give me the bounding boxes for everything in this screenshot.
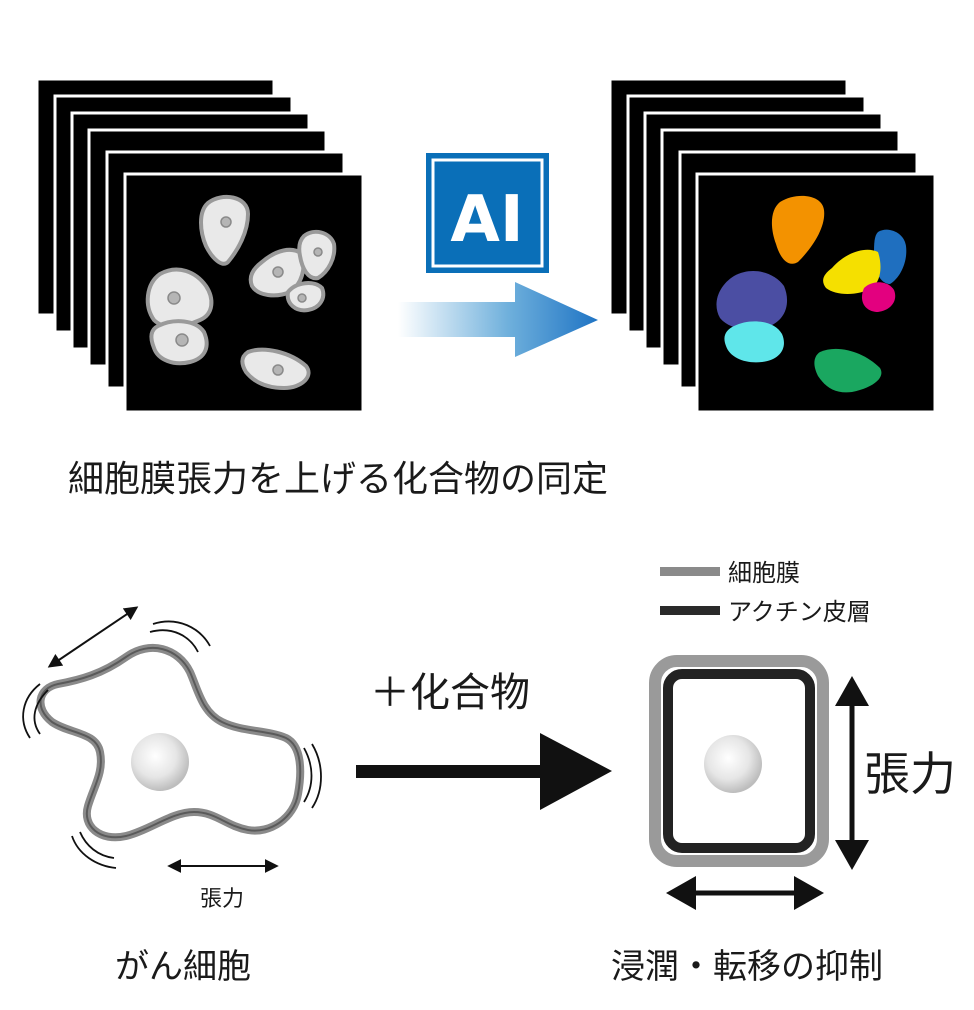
screening-caption: 細胞膜張力を上げる化合物の同定: [68, 459, 608, 500]
segment-indigo: [716, 271, 788, 330]
nucleus-5: [313, 247, 323, 257]
treated-cell-nucleus: [704, 735, 762, 793]
cancer-cell-caption: がん細胞: [115, 947, 251, 987]
nucleus-7: [272, 364, 284, 376]
nucleus-3: [175, 333, 189, 347]
legend-membrane-swatch: [660, 567, 720, 576]
ai-badge-text: AI: [450, 183, 523, 257]
cell-1: [199, 194, 251, 266]
legend: 細胞膜 アクチン皮層: [660, 559, 871, 626]
compound-label: ＋化合物: [370, 670, 530, 716]
nucleus-1: [220, 216, 232, 228]
treated-cell: [649, 655, 829, 867]
segment-yellow: [823, 249, 881, 294]
segment-magenta: [861, 282, 896, 312]
ai-badge: AI: [426, 153, 549, 273]
nucleus-4: [272, 266, 284, 278]
nucleus-6: [297, 293, 307, 303]
ai-processing-arrow: [398, 282, 598, 357]
input-image-stack: [35, 77, 365, 414]
segmented-image-stack: [608, 77, 937, 414]
segment-green: [814, 348, 882, 393]
result-caption: 浸潤・転移の抑制: [611, 947, 883, 987]
cancer-cell-nucleus: [131, 733, 189, 791]
legend-membrane-label: 細胞膜: [728, 559, 800, 587]
membrane-fluctuation-marks: [22, 620, 322, 869]
cancer-cell: 張力: [22, 606, 322, 912]
tension-label-large: 張力: [864, 747, 956, 801]
cancer-cell-cortex: [39, 647, 302, 839]
tension-arrow-diagonal: [47, 606, 139, 668]
segmented-cells: [716, 195, 907, 393]
segment-orange: [771, 195, 825, 264]
tension-arrows-large: [666, 676, 869, 910]
gray-cell-nuclei: [167, 216, 323, 376]
segment-blue: [874, 229, 907, 284]
compound-arrow: [356, 733, 612, 810]
legend-actin-label: アクチン皮層: [728, 598, 871, 626]
nucleus-2: [167, 291, 181, 305]
segment-cyan: [724, 321, 784, 363]
tension-label-small: 張力: [200, 887, 244, 912]
legend-actin-swatch: [660, 606, 720, 615]
